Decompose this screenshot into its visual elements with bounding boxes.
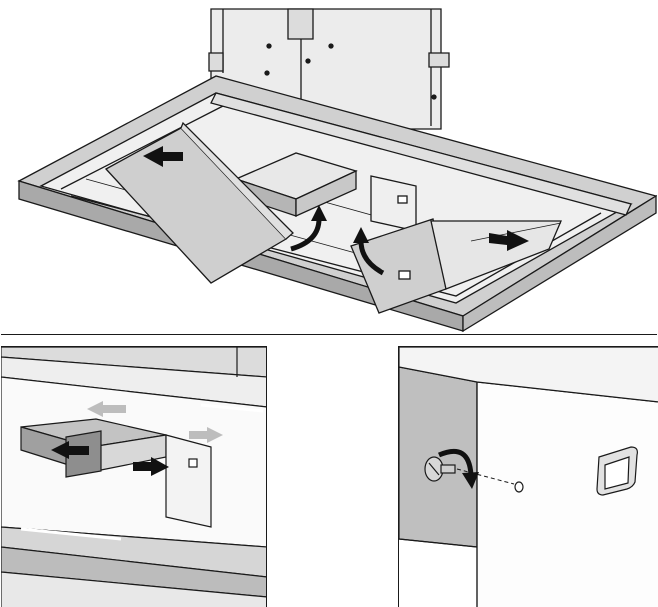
arrow-right-icon — [133, 457, 169, 476]
detail-panel-brackets — [1, 346, 267, 607]
hood-body — [17, 75, 657, 333]
screw-detail-illustration — [399, 347, 658, 607]
main-illustration-panel — [1, 1, 657, 335]
arrow-right-icon — [489, 230, 529, 251]
arrow-left-icon — [87, 401, 126, 417]
blower-housing — [234, 152, 417, 232]
panel-handle — [596, 446, 638, 496]
arrow-left-icon — [51, 441, 89, 459]
right-cover-panel — [350, 218, 562, 314]
arrow-right-icon — [189, 427, 223, 443]
curved-arrow-rotate-icon — [438, 448, 479, 489]
hood-underside-illustration — [17, 8, 657, 333]
arrow-left-icon — [143, 146, 183, 167]
screw-icon — [424, 456, 524, 493]
bracket-detail-illustration — [1, 347, 266, 607]
left-cover-panel — [104, 121, 294, 284]
curved-arrow-up-icon — [290, 205, 327, 252]
detail-panel-screw — [398, 346, 658, 607]
curved-arrow-up-icon — [353, 227, 385, 276]
